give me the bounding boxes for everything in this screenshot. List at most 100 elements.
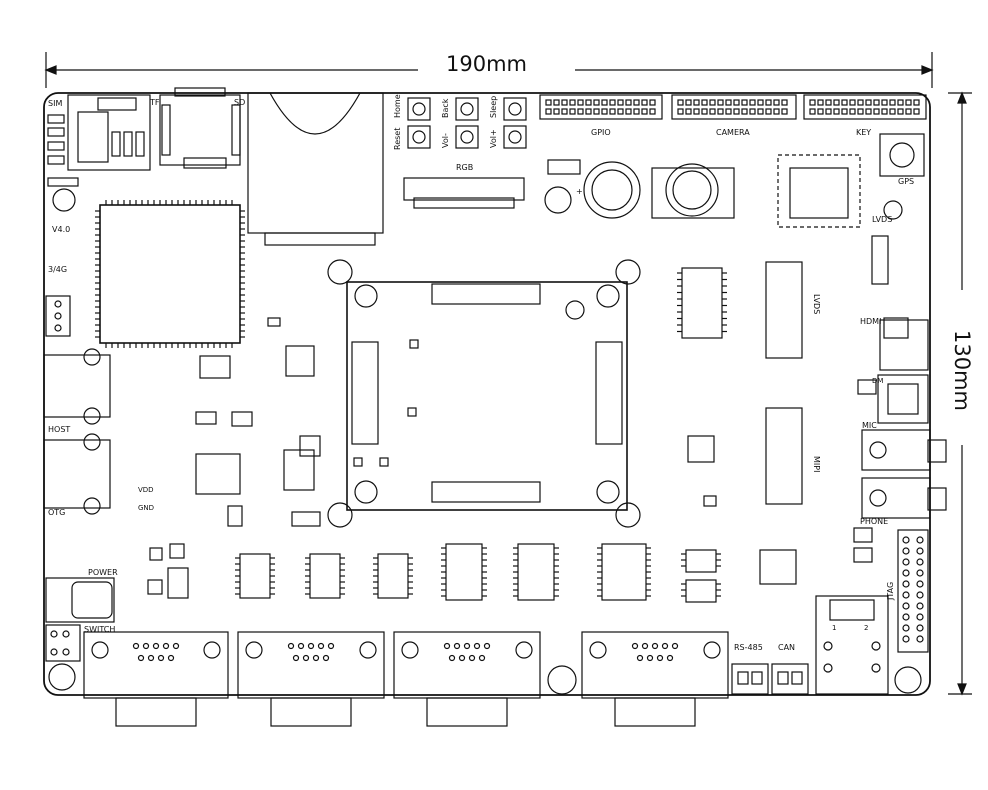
header-pin: [817, 99, 824, 106]
header-pin: [781, 99, 788, 106]
db9-pin: [137, 654, 145, 662]
jtag-pin: [916, 580, 924, 588]
lvds-pin-block: [871, 235, 889, 285]
db9-pin: [478, 654, 486, 662]
db9-pin: [641, 642, 649, 650]
db9-pin: [656, 654, 664, 662]
header-pin: [609, 108, 616, 115]
header-pin: [561, 99, 568, 106]
jtag-pin: [916, 635, 924, 643]
header-pin: [693, 108, 700, 115]
sop-chip: [685, 579, 717, 603]
header-pin: [601, 99, 608, 106]
jtag-pin: [916, 624, 924, 632]
jtag-pin: [902, 547, 910, 555]
sop-chip: [517, 543, 555, 601]
jtag-pin: [916, 547, 924, 555]
label-host: HOST: [48, 425, 70, 434]
smd-component: [149, 547, 163, 561]
header-pin: [625, 99, 632, 106]
label-vol-plus: Vol+: [489, 129, 498, 148]
hdmi-port: [879, 319, 929, 371]
header-pin: [817, 108, 824, 115]
smd-component: [167, 567, 189, 599]
header-pin: [709, 108, 716, 115]
header-pin: [649, 108, 656, 115]
header-pin: [905, 108, 912, 115]
header-pin: [733, 108, 740, 115]
label-lvds-vertical: LVDS: [812, 294, 821, 314]
header-pin: [865, 108, 872, 115]
header-pin: [561, 108, 568, 115]
header-pin: [849, 99, 856, 106]
db9-screw-hole: [359, 641, 377, 659]
label-lvds: LVDS: [872, 215, 892, 224]
db9-pin: [666, 654, 674, 662]
header-pin: [809, 108, 816, 115]
header-pin: [633, 108, 640, 115]
db9-pin: [631, 642, 639, 650]
gpio-header: [539, 94, 663, 120]
label-sim: SIM: [48, 99, 62, 108]
label-jtag: JTAG: [886, 582, 895, 601]
header-pin: [617, 99, 624, 106]
smd-component: [227, 505, 243, 527]
label-power: POWER: [88, 568, 118, 577]
header-pin: [685, 108, 692, 115]
db9-pin: [468, 654, 476, 662]
label-back: Back: [441, 98, 450, 118]
header-pin: [569, 99, 576, 106]
db9-pin: [312, 654, 320, 662]
header-pin: [609, 99, 616, 106]
processor-chip: [95, 200, 245, 348]
db9-pin: [483, 642, 491, 650]
jtag-pin: [916, 602, 924, 610]
header-pin: [849, 108, 856, 115]
smd-component: [407, 407, 417, 417]
smd-component: [169, 543, 185, 559]
db9-pin: [463, 642, 471, 650]
header-pin: [773, 99, 780, 106]
smd-component: [195, 453, 241, 495]
header-pin: [781, 108, 788, 115]
header-pin: [889, 99, 896, 106]
label-dm: DM: [872, 377, 883, 385]
header-pin: [545, 108, 552, 115]
header-pin: [889, 108, 896, 115]
mipi-connector: [765, 407, 803, 505]
db9-screw-hole: [401, 641, 419, 659]
smd-component: [285, 345, 315, 377]
mounting-hole: [48, 663, 76, 691]
dip-chip: [681, 267, 723, 339]
core-module: [327, 259, 641, 528]
header-pin: [809, 99, 816, 106]
key-header: [803, 94, 927, 120]
header-pin: [913, 108, 920, 115]
jtag-pin: [916, 536, 924, 544]
battery-holder: [583, 161, 641, 219]
label-reset: Reset: [393, 128, 402, 150]
header-pin: [881, 108, 888, 115]
header-pin: [717, 99, 724, 106]
header-pin: [633, 99, 640, 106]
width-dimension: [44, 52, 934, 88]
jtag-header: [897, 529, 929, 653]
sop-chip: [445, 543, 483, 601]
header-pin: [701, 108, 708, 115]
header-pin: [693, 99, 700, 106]
header-pin: [841, 108, 848, 115]
label-mic: MIC: [862, 421, 877, 430]
rs485-terminal: [731, 663, 769, 695]
smd-component: [853, 527, 873, 543]
header-pin: [765, 108, 772, 115]
db9-pin: [458, 654, 466, 662]
jtag-pin: [916, 591, 924, 599]
header-pin: [857, 108, 864, 115]
db9-pin: [132, 642, 140, 650]
jtag-pin: [902, 569, 910, 577]
label-plus: +: [576, 187, 583, 196]
header-pin: [709, 99, 716, 106]
three-pin-connector: [45, 295, 71, 337]
db9-pin: [661, 642, 669, 650]
header-pin: [833, 108, 840, 115]
